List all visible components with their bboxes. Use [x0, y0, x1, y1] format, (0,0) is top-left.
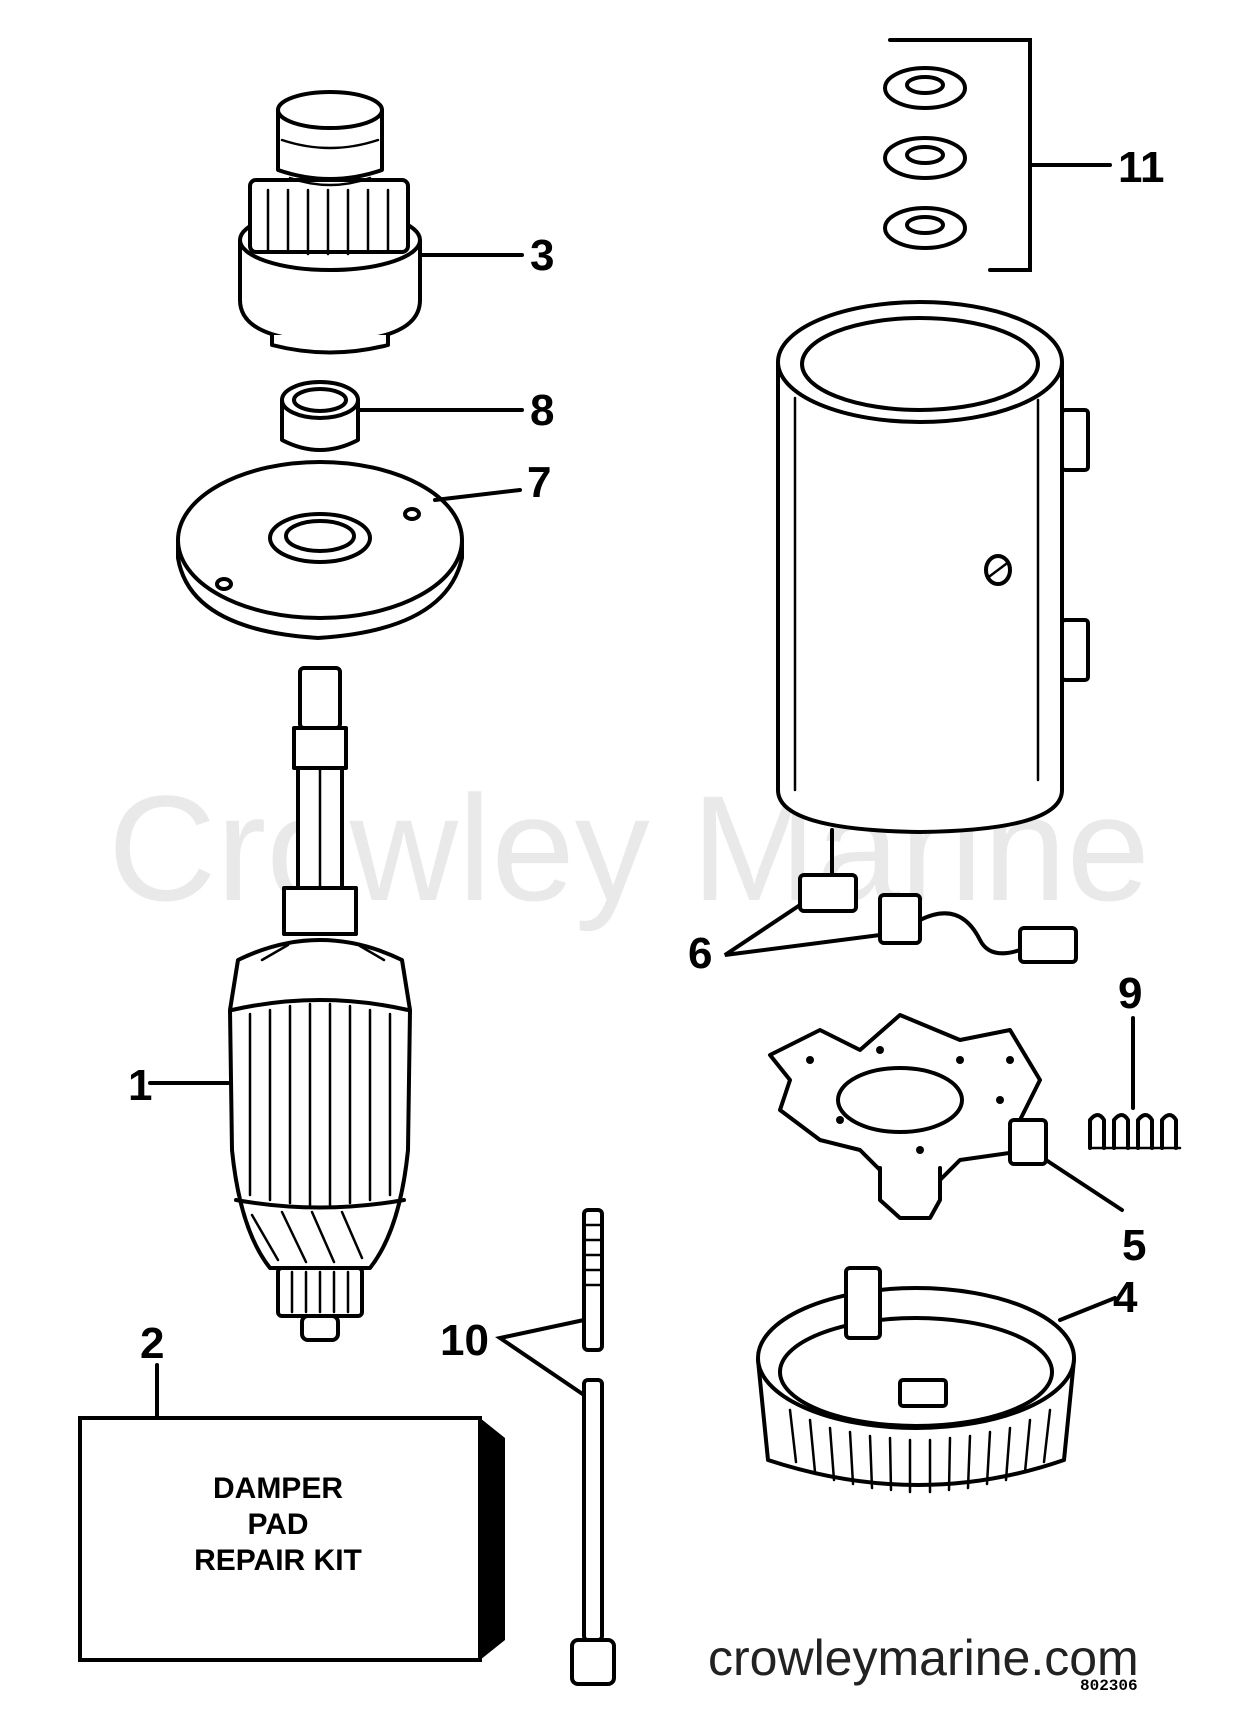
figure-number: 802306 [1080, 1677, 1138, 1695]
leader-6 [723, 903, 882, 957]
part-through-bolts [570, 1208, 616, 1686]
leader-7 [433, 488, 522, 502]
kit-label-line2: PAD [247, 1508, 308, 1541]
part-drive-assembly [238, 90, 422, 355]
callout-4: 4 [1113, 1273, 1138, 1322]
callout-9: 9 [1118, 969, 1142, 1018]
part-washers [883, 66, 967, 250]
leader-10 [495, 1318, 586, 1397]
part-armature [228, 666, 412, 1342]
kit-label-line3: REPAIR KIT [194, 1544, 362, 1577]
bracket-11 [888, 38, 1112, 272]
part-springs [1088, 1113, 1182, 1150]
part-brush-plate [768, 1013, 1048, 1220]
callout-2: 2 [140, 1319, 164, 1368]
callout-7: 7 [527, 458, 551, 507]
callout-3: 3 [530, 231, 554, 280]
callout-6: 6 [688, 929, 712, 978]
callout-5: 5 [1122, 1221, 1146, 1270]
leader-4 [1058, 1296, 1117, 1322]
watermark-site: crowleymarine.com [708, 1630, 1139, 1686]
kit-label-line1: DAMPER [213, 1472, 343, 1505]
part-thrust-plate [176, 460, 464, 640]
callout-1: 1 [128, 1061, 152, 1110]
part-bushing [280, 380, 360, 452]
leader-5 [1044, 1158, 1124, 1212]
callout-11: 11 [1118, 143, 1165, 192]
callout-10: 10 [440, 1316, 489, 1365]
callout-8: 8 [530, 386, 554, 435]
part-end-cap [756, 1266, 1076, 1494]
part-field-frame [776, 300, 1090, 964]
part-repair-kit: DAMPER PAD REPAIR KIT [78, 1416, 505, 1662]
